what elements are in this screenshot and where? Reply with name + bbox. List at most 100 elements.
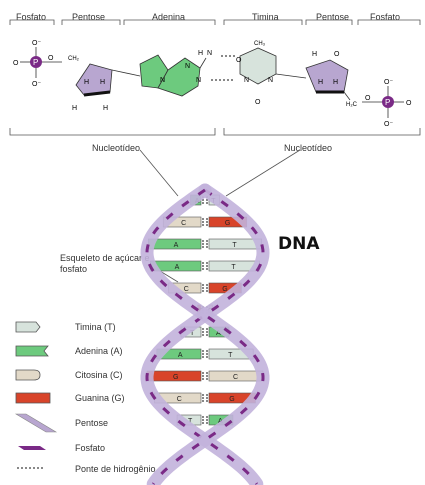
svg-text:N: N — [185, 63, 190, 70]
svg-text:H: H — [100, 79, 105, 86]
base-letter: A — [178, 352, 183, 359]
svg-text:O: O — [236, 57, 242, 64]
svg-text:O⁻: O⁻ — [32, 81, 41, 88]
legend-label-guanina: Guanina (G) — [75, 393, 125, 403]
hydrogen-bond-dot — [206, 243, 208, 245]
svg-text:O: O — [365, 95, 371, 102]
legend-label-pentose: Pentose — [75, 418, 109, 428]
hydrogen-bond-dot — [202, 224, 204, 226]
base-letter: A — [174, 242, 179, 249]
base-letter: G — [229, 396, 234, 403]
hydrogen-bond-dot — [202, 202, 204, 204]
hydrogen-bond-dot — [202, 356, 204, 358]
hydrogen-bond-dot — [206, 328, 208, 330]
base-letter: C — [184, 286, 189, 293]
hydrogen-bond-dot — [206, 221, 208, 223]
svg-text:H: H — [103, 105, 108, 112]
hydrogen-bond-dot — [206, 284, 208, 286]
hydrogen-bond-dot — [202, 378, 204, 380]
label-fosfato-left: Fosfato — [16, 12, 47, 22]
svg-text:N: N — [160, 77, 165, 84]
hydrogen-bond-dot — [206, 290, 208, 292]
hydrogen-bond-dot — [206, 356, 208, 358]
svg-text:H: H — [84, 79, 89, 86]
legend-label-fosfato: Fosfato — [75, 443, 106, 453]
hydrogen-bond-dot — [202, 243, 204, 245]
hydrogen-bond-dot — [202, 240, 204, 242]
hydrogen-bond-dot — [206, 240, 208, 242]
legend-pentose-icon — [14, 413, 58, 433]
hydrogen-bond-dot — [202, 419, 204, 421]
label-adenina: Adenina — [152, 12, 186, 22]
label-nucleotideo-left: Nucleotídeo — [92, 143, 141, 153]
hydrogen-bond-dot — [206, 202, 208, 204]
legend-phosphate-icon — [18, 446, 46, 450]
legend-guanine-icon — [15, 392, 51, 404]
label-nucleotideo-right: Nucleotídeo — [284, 143, 333, 153]
hydrogen-bond-dot — [206, 378, 208, 380]
hydrogen-bond-dot — [206, 400, 208, 402]
label-fosfato-right: Fosfato — [370, 12, 401, 22]
hydrogen-bond-dot — [202, 221, 204, 223]
svg-text:H₂C: H₂C — [346, 102, 358, 108]
backbone-strand-2 — [140, 183, 270, 485]
hydrogen-bond-dot — [202, 375, 204, 377]
base-letter: T — [232, 242, 237, 249]
hydrogen-bond-dot — [206, 265, 208, 267]
svg-text:N: N — [244, 77, 249, 84]
hydrogen-bond-dot — [206, 334, 208, 336]
hydrogen-bond-dot — [206, 287, 208, 289]
svg-text:CH₂: CH₂ — [68, 56, 80, 62]
base-letter: T — [231, 264, 236, 271]
svg-text:O: O — [334, 51, 340, 58]
svg-text:O: O — [406, 100, 412, 107]
hydrogen-bonds-top — [211, 55, 235, 81]
hydrogen-bond-dot — [202, 334, 204, 336]
svg-text:CH₃: CH₃ — [254, 41, 266, 47]
hydrogen-bond-dot — [202, 331, 204, 333]
hydrogen-bond-dot — [206, 224, 208, 226]
svg-text:N: N — [196, 77, 201, 84]
svg-text:H: H — [198, 50, 203, 57]
dna-title: DNA — [278, 234, 320, 254]
legend-thymine-icon — [15, 321, 41, 333]
hydrogen-bond-dot — [202, 268, 204, 270]
hydrogen-bond-dot — [202, 265, 204, 267]
legend-label-ponte-hidrogenio: Ponte de hidrogênio — [75, 464, 156, 474]
hydrogen-bond-dot — [202, 218, 204, 220]
base-letter: A — [216, 330, 221, 337]
svg-text:N: N — [207, 50, 212, 57]
legend-adenine-icon — [15, 345, 49, 357]
hydrogen-bond-dot — [206, 218, 208, 220]
hydrogen-bond-dot — [206, 422, 208, 424]
phosphate-right-molecule: P O⁻ O⁻ O O — [362, 79, 412, 128]
hydrogen-bond-dot — [202, 397, 204, 399]
svg-text:N: N — [268, 77, 273, 84]
hydrogen-bond-dot — [206, 394, 208, 396]
svg-text:O⁻: O⁻ — [384, 79, 393, 86]
base-letter: T — [228, 352, 233, 359]
hydrogen-bond-dot — [202, 353, 204, 355]
svg-text:P: P — [385, 98, 390, 107]
pentose-right-molecule: H H H O H₂C — [305, 51, 358, 108]
hydrogen-bond-dot — [206, 262, 208, 264]
hydrogen-bond-dot — [202, 328, 204, 330]
pentose-left-molecule: H H H H — [72, 63, 141, 112]
hydrogen-bond-dot — [206, 397, 208, 399]
hydrogen-bond-dot — [202, 400, 204, 402]
svg-text:P: P — [33, 58, 38, 67]
thymine-molecule: O CH₃ N N O — [236, 41, 307, 106]
svg-text:O: O — [48, 55, 54, 62]
hydrogen-bond-dot — [206, 246, 208, 248]
hydrogen-bond-dot — [206, 353, 208, 355]
label-timina: Timina — [252, 12, 279, 22]
hydrogen-bond-dot — [206, 268, 208, 270]
svg-text:O: O — [255, 99, 261, 106]
base-letter: A — [175, 264, 180, 271]
adenine-molecule: N N N H N — [139, 50, 212, 97]
hydrogen-bond-dot — [202, 246, 204, 248]
hydrogen-bond-dot — [206, 416, 208, 418]
